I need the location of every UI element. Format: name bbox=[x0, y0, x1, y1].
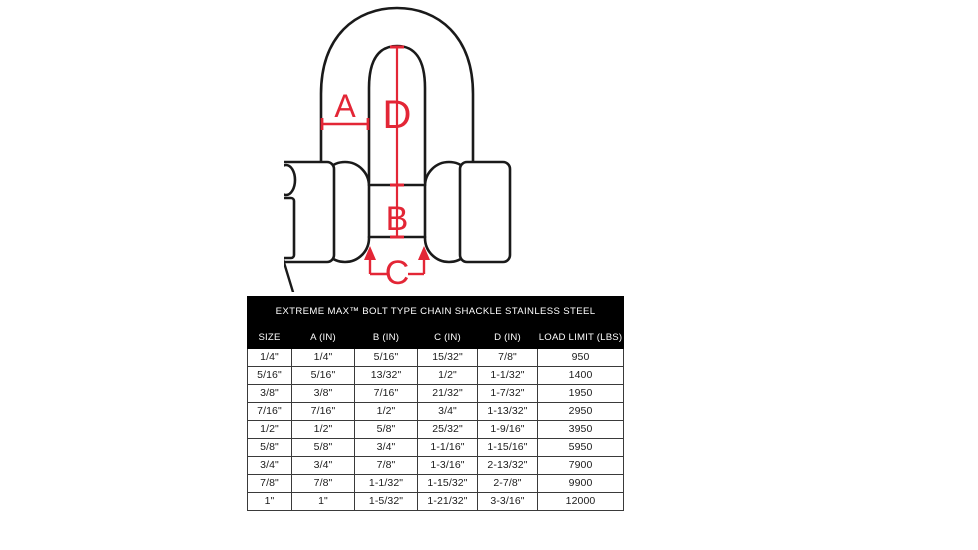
column-header-c: C (IN) bbox=[417, 327, 478, 349]
cell-a: 3/4" bbox=[291, 456, 355, 475]
cell-size: 3/8" bbox=[247, 384, 292, 403]
cell-a: 5/8" bbox=[291, 438, 355, 457]
shackle-bow-outer-outline bbox=[319, 6, 475, 184]
cell-d: 1-13/32" bbox=[477, 402, 538, 421]
table-row: 7/8" 7/8" 1-1/32" 1-15/32" 2-7/8" 9900 bbox=[247, 474, 625, 493]
cell-size: 1" bbox=[247, 492, 292, 511]
cell-load: 3950 bbox=[536, 420, 625, 439]
cell-d: 7/8" bbox=[477, 348, 538, 367]
cell-c: 21/32" bbox=[417, 384, 478, 403]
cell-load: 2950 bbox=[536, 402, 625, 421]
cell-d: 1-7/32" bbox=[477, 384, 538, 403]
cell-load: 5950 bbox=[536, 438, 625, 457]
cell-load: 950 bbox=[536, 348, 625, 367]
table-title-row: EXTREME MAX™ BOLT TYPE CHAIN SHACKLE STA… bbox=[246, 296, 625, 328]
table-row: 5/8" 5/8" 3/4" 1-1/16" 1-15/16" 5950 bbox=[247, 438, 625, 457]
column-header-load: LOAD LIMIT (LBS) bbox=[536, 327, 625, 349]
cell-b: 5/16" bbox=[354, 348, 418, 367]
cell-size: 5/8" bbox=[247, 438, 292, 457]
cell-c: 1-1/16" bbox=[417, 438, 478, 457]
shackle-diagram: A D B bbox=[284, 2, 604, 292]
dimension-c-left-arrowhead bbox=[364, 246, 376, 260]
cell-a: 1" bbox=[291, 492, 355, 511]
cell-b: 7/16" bbox=[354, 384, 418, 403]
column-header-a: A (IN) bbox=[291, 327, 355, 349]
table-row: 7/16" 7/16" 1/2" 3/4" 1-13/32" 2950 bbox=[247, 402, 625, 421]
table-row: 1/4" 1/4" 5/16" 15/32" 7/8" 950 bbox=[247, 348, 625, 367]
cell-b: 7/8" bbox=[354, 456, 418, 475]
cell-c: 1/2" bbox=[417, 366, 478, 385]
cell-size: 1/2" bbox=[247, 420, 292, 439]
table-body: 1/4" 1/4" 5/16" 15/32" 7/8" 950 5/16" 5/… bbox=[247, 348, 625, 511]
shackle-technical-drawing: A D B bbox=[284, 6, 512, 292]
cell-size: 7/8" bbox=[247, 474, 292, 493]
cell-a: 7/16" bbox=[291, 402, 355, 421]
table-row: 3/8" 3/8" 7/16" 21/32" 1-7/32" 1950 bbox=[247, 384, 625, 403]
table-row: 1" 1" 1-5/32" 1-21/32" 3-3/16" 12000 bbox=[247, 492, 625, 511]
hex-nut bbox=[458, 160, 512, 264]
cell-c: 15/32" bbox=[417, 348, 478, 367]
cell-load: 7900 bbox=[536, 456, 625, 475]
cell-d: 1-9/16" bbox=[477, 420, 538, 439]
cell-c: 3/4" bbox=[417, 402, 478, 421]
cell-size: 5/16" bbox=[247, 366, 292, 385]
cell-d: 1-1/32" bbox=[477, 366, 538, 385]
cell-b: 5/8" bbox=[354, 420, 418, 439]
dimension-a-group: A bbox=[320, 88, 370, 130]
dimension-b-group: B bbox=[386, 183, 409, 239]
table-row: 5/16" 5/16" 13/32" 1/2" 1-1/32" 1400 bbox=[247, 366, 625, 385]
cell-d: 1-15/16" bbox=[477, 438, 538, 457]
column-header-size: SIZE bbox=[247, 327, 292, 349]
cell-a: 7/8" bbox=[291, 474, 355, 493]
cell-load: 9900 bbox=[536, 474, 625, 493]
spec-table-container: EXTREME MAX™ BOLT TYPE CHAIN SHACKLE STA… bbox=[246, 296, 625, 511]
cell-load: 1950 bbox=[536, 384, 625, 403]
cell-c: 25/32" bbox=[417, 420, 478, 439]
cell-size: 7/16" bbox=[247, 402, 292, 421]
table-row: 1/2" 1/2" 5/8" 25/32" 1-9/16" 3950 bbox=[247, 420, 625, 439]
bolt-head bbox=[284, 160, 336, 264]
cell-b: 3/4" bbox=[354, 438, 418, 457]
cell-size: 3/4" bbox=[247, 456, 292, 475]
cotter-pin-block bbox=[284, 196, 296, 260]
cell-c: 1-15/32" bbox=[417, 474, 478, 493]
cell-load: 1400 bbox=[536, 366, 625, 385]
dimension-d-label: D bbox=[383, 93, 412, 137]
dimension-c-right-arrowhead bbox=[418, 246, 430, 260]
cell-b: 1-5/32" bbox=[354, 492, 418, 511]
cell-d: 2-13/32" bbox=[477, 456, 538, 475]
column-header-b: B (IN) bbox=[354, 327, 418, 349]
cell-b: 13/32" bbox=[354, 366, 418, 385]
cell-size: 1/4" bbox=[247, 348, 292, 367]
dimension-a-label: A bbox=[334, 88, 356, 124]
table-header-row: SIZE A (IN) B (IN) C (IN) D (IN) LOAD LI… bbox=[247, 327, 625, 349]
cell-a: 3/8" bbox=[291, 384, 355, 403]
dimension-d-group: D bbox=[383, 45, 412, 187]
table-row: 3/4" 3/4" 7/8" 1-3/16" 2-13/32" 7900 bbox=[247, 456, 625, 475]
dimension-b-label: B bbox=[386, 200, 409, 238]
cell-c: 1-3/16" bbox=[417, 456, 478, 475]
cell-c: 1-21/32" bbox=[417, 492, 478, 511]
dimension-c-group: C bbox=[364, 246, 430, 292]
cell-a: 5/16" bbox=[291, 366, 355, 385]
cell-d: 2-7/8" bbox=[477, 474, 538, 493]
cell-b: 1/2" bbox=[354, 402, 418, 421]
cell-d: 3-3/16" bbox=[477, 492, 538, 511]
dimension-c-label: C bbox=[385, 254, 410, 292]
cell-b: 1-1/32" bbox=[354, 474, 418, 493]
cotter-pin-tail-outer bbox=[284, 258, 295, 292]
column-header-d: D (IN) bbox=[477, 327, 538, 349]
table-title: EXTREME MAX™ BOLT TYPE CHAIN SHACKLE STA… bbox=[246, 296, 625, 328]
cell-a: 1/2" bbox=[291, 420, 355, 439]
cell-load: 12000 bbox=[536, 492, 625, 511]
cell-a: 1/4" bbox=[291, 348, 355, 367]
shackle-spec-table: EXTREME MAX™ BOLT TYPE CHAIN SHACKLE STA… bbox=[246, 296, 625, 511]
cotter-pin-eye bbox=[284, 163, 297, 197]
